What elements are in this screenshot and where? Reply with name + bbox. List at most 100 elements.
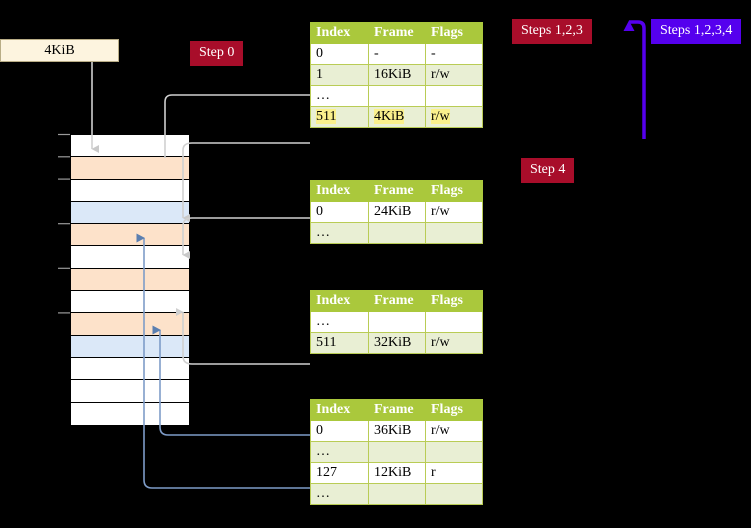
table-row[interactable]: 0 36KiB r/w [310, 420, 483, 442]
cell-frame: 16KiB [368, 64, 426, 86]
column-header-frame: Frame [368, 399, 426, 421]
cell-frame [368, 222, 426, 244]
cell-flags [425, 311, 483, 333]
connector-table2-row0 [182, 217, 310, 259]
cell-index: 511 [310, 332, 369, 354]
cell-frame: 32KiB [368, 332, 426, 354]
table-row-highlighted[interactable]: 511 4KiB r/w [310, 106, 483, 128]
badge-steps-123: Steps 1,2,3 [512, 19, 592, 44]
pdpt-table: Index Frame Flags 0 24KiB r/w … [310, 180, 483, 244]
column-header-index: Index [310, 399, 369, 421]
cell-flags: - [425, 43, 483, 65]
cell-flags: r/w [425, 106, 483, 128]
memory-frame-row [71, 380, 189, 403]
table-row[interactable]: 511 32KiB r/w [310, 332, 483, 354]
cell-frame: 4KiB [368, 106, 426, 128]
column-header-frame: Frame [368, 22, 426, 44]
badge-steps-1234: Steps 1,2,3,4 [651, 19, 742, 44]
badge-step-4: Step 4 [521, 158, 575, 183]
table-row[interactable]: 127 12KiB r [310, 462, 483, 484]
badge-steps-1234-label: Steps 1,2,3,4 [660, 23, 733, 38]
badge-step-0-label: Step 0 [199, 45, 235, 60]
table-row[interactable]: 0 24KiB r/w [310, 201, 483, 223]
cell-flags: r/w [425, 332, 483, 354]
cell-flags: r [425, 462, 483, 484]
memory-frame-row [71, 313, 189, 336]
cell-index: 0 [310, 420, 369, 442]
pt-table: Index Frame Flags 0 36KiB r/w … 127 12Ki… [310, 399, 483, 505]
badge-step-4-label: Step 4 [530, 162, 566, 177]
table-row[interactable]: 0 - - [310, 43, 483, 65]
table-row[interactable]: … [310, 483, 483, 505]
table-row[interactable]: … [310, 441, 483, 463]
cell-index-text: 511 [316, 109, 337, 124]
memory-frame-row [71, 157, 189, 180]
cell-index: 0 [310, 201, 369, 223]
memory-frame-row [71, 201, 189, 225]
column-header-flags: Flags [425, 290, 483, 312]
table-header-row: Index Frame Flags [310, 180, 483, 202]
column-header-flags: Flags [425, 180, 483, 202]
table-row[interactable]: … [310, 222, 483, 244]
cell-frame [368, 483, 426, 505]
memory-frame-row [71, 135, 189, 158]
memory-size-label: 4KiB [44, 42, 75, 58]
cell-index: 511 [310, 106, 369, 128]
memory-frame-row [71, 291, 189, 314]
cell-flags: r/w [425, 420, 483, 442]
arrow-repeat-loop [623, 20, 646, 139]
cell-frame [368, 85, 426, 107]
cell-frame-text: 4KiB [374, 109, 405, 124]
cell-frame: 24KiB [368, 201, 426, 223]
memory-tick-marks [58, 133, 70, 314]
memory-frame-row [71, 224, 189, 247]
memory-frame-row [71, 246, 189, 269]
cell-flags: r/w [425, 201, 483, 223]
column-header-flags: Flags [425, 399, 483, 421]
connector-table3-row511 [176, 308, 310, 365]
cell-index: 127 [310, 462, 369, 484]
cell-flags [425, 222, 483, 244]
memory-frame-row [71, 179, 189, 202]
table-row[interactable]: 1 16KiB r/w [310, 64, 483, 86]
column-header-frame: Frame [368, 180, 426, 202]
column-header-index: Index [310, 290, 369, 312]
table-row[interactable]: … [310, 85, 483, 107]
cell-flags [425, 85, 483, 107]
cell-frame: 36KiB [368, 420, 426, 442]
column-header-index: Index [310, 22, 369, 44]
physical-memory-column [70, 134, 190, 425]
memory-frame-row [71, 335, 189, 358]
table-header-row: Index Frame Flags [310, 399, 483, 421]
cell-index: 0 [310, 43, 369, 65]
table-header-row: Index Frame Flags [310, 290, 483, 312]
pd-table: Index Frame Flags … 511 32KiB r/w [310, 290, 483, 354]
cell-index: … [310, 222, 369, 244]
memory-frame-row [71, 357, 189, 381]
cell-flags [425, 441, 483, 463]
cell-index: … [310, 85, 369, 107]
cell-flags-text: r/w [431, 109, 450, 124]
cell-index: … [310, 441, 369, 463]
badge-steps-123-label: Steps 1,2,3 [521, 23, 583, 38]
cell-frame [368, 311, 426, 333]
table-row[interactable]: … [310, 311, 483, 333]
memory-size-box: 4KiB [0, 39, 119, 62]
cell-index: … [310, 483, 369, 505]
table-header-row: Index Frame Flags [310, 22, 483, 44]
column-header-index: Index [310, 180, 369, 202]
memory-frame-row [71, 402, 189, 425]
cell-frame: - [368, 43, 426, 65]
cell-frame: 12KiB [368, 462, 426, 484]
pml4-table: Index Frame Flags 0 - - 1 16KiB r/w … 51… [310, 22, 483, 128]
column-header-frame: Frame [368, 290, 426, 312]
column-header-flags: Flags [425, 22, 483, 44]
memory-frame-row [71, 268, 189, 292]
connector-table1-row511 [182, 142, 310, 222]
cell-flags [425, 483, 483, 505]
badge-step-0: Step 0 [190, 41, 244, 66]
cell-index: 1 [310, 64, 369, 86]
cell-index: … [310, 311, 369, 333]
cell-flags: r/w [425, 64, 483, 86]
cell-frame [368, 441, 426, 463]
